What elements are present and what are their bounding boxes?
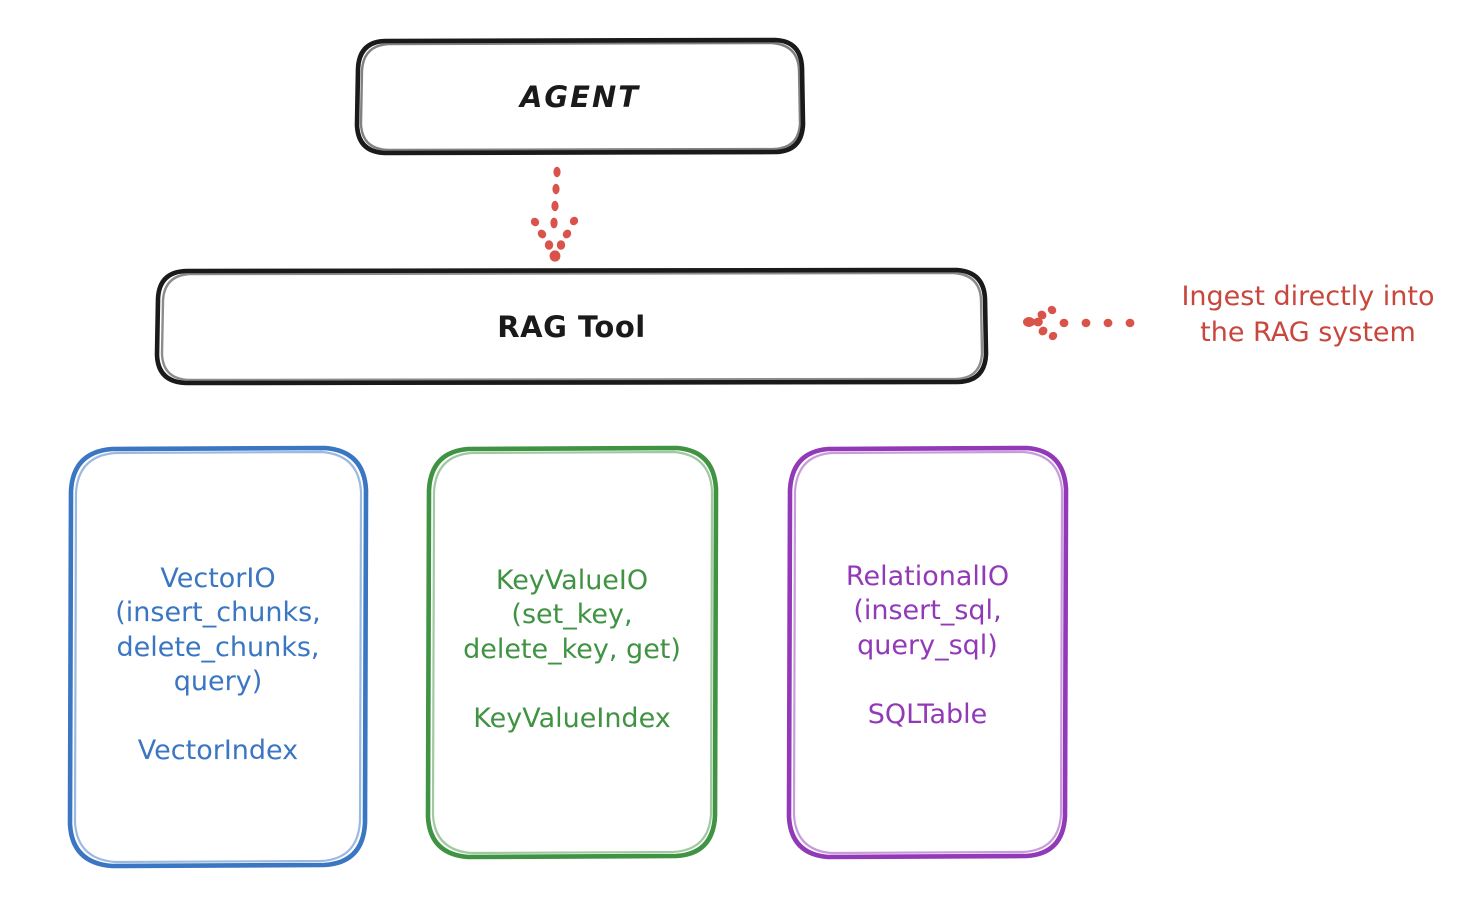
key-value-io-interface-label: KeyValueIO (set_key, delete_key, get) — [463, 564, 681, 665]
node-vector-io[interactable]: VectorIO (insert_chunks, delete_chunks, … — [70, 448, 366, 866]
node-key-value-io[interactable]: KeyValueIO (set_key, delete_key, get) Ke… — [428, 448, 716, 856]
rag-tool-label: RAG Tool — [497, 309, 646, 344]
vector-io-box-outline — [67, 445, 369, 869]
connector-note-to-rag-tool — [1023, 305, 1135, 341]
vector-io-body: VectorIO (insert_chunks, delete_chunks, … — [107, 562, 328, 769]
key-value-io-index-label: KeyValueIndex — [473, 702, 671, 734]
annotation-ingest-note: Ingest directly into the RAG system — [1181, 281, 1435, 348]
connector-agent-to-rag-tool — [530, 166, 579, 262]
agent-label: AGENT — [519, 79, 641, 114]
node-relational-io[interactable]: RelationalIO (insert_sql, query_sql) SQL… — [789, 448, 1066, 856]
node-agent[interactable]: AGENT — [357, 40, 803, 153]
agent-box-outline — [354, 37, 806, 156]
key-value-io-body: KeyValueIO (set_key, delete_key, get) Ke… — [455, 564, 689, 736]
vector-io-index-label: VectorIndex — [137, 734, 299, 766]
relational-io-box-outline — [786, 445, 1069, 860]
key-value-io-box-outline — [425, 445, 719, 860]
relational-io-index-label: SQLTable — [867, 698, 988, 730]
relational-io-interface-label: RelationalIO (insert_sql, query_sql) — [845, 560, 1010, 661]
rag-tool-box-outline — [154, 267, 989, 386]
relational-io-body: RelationalIO (insert_sql, query_sql) SQL… — [838, 560, 1017, 732]
vector-io-interface-label: VectorIO (insert_chunks, delete_chunks, … — [115, 562, 321, 698]
node-rag-tool[interactable]: RAG Tool — [157, 270, 986, 383]
